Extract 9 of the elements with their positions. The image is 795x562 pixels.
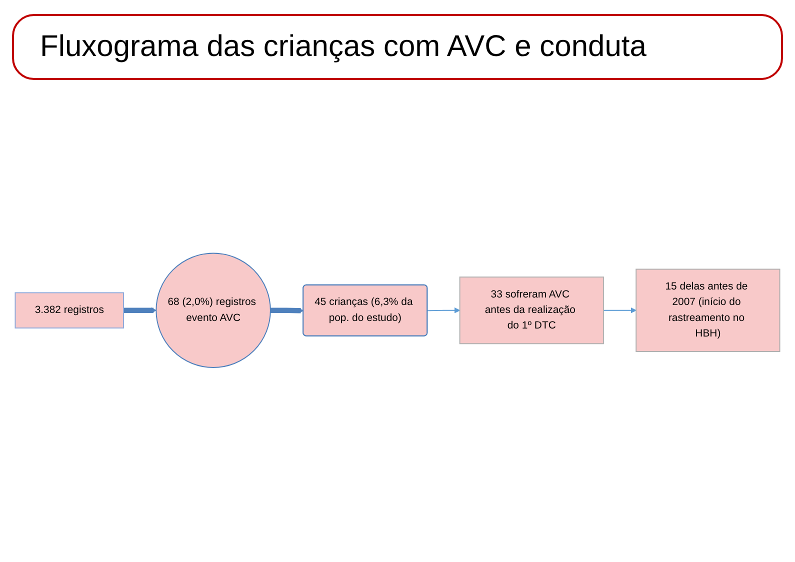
- node-circle: 68 (2,0%) registros evento AVC: [156, 252, 271, 368]
- arrow: [124, 307, 156, 313]
- arrow: [427, 307, 460, 313]
- node-box: 3.382 registros: [14, 292, 124, 328]
- arrow: [270, 307, 304, 314]
- arrow: [602, 307, 636, 313]
- node-box: 33 sofreram AVC antes da realização do 1º DTC: [459, 276, 604, 344]
- diagram-title: Fluxograma das crianças com AVC e conduta: [12, 14, 783, 80]
- node-box: 15 delas antes de 2007 (início do rastreamento no HBH): [636, 268, 780, 352]
